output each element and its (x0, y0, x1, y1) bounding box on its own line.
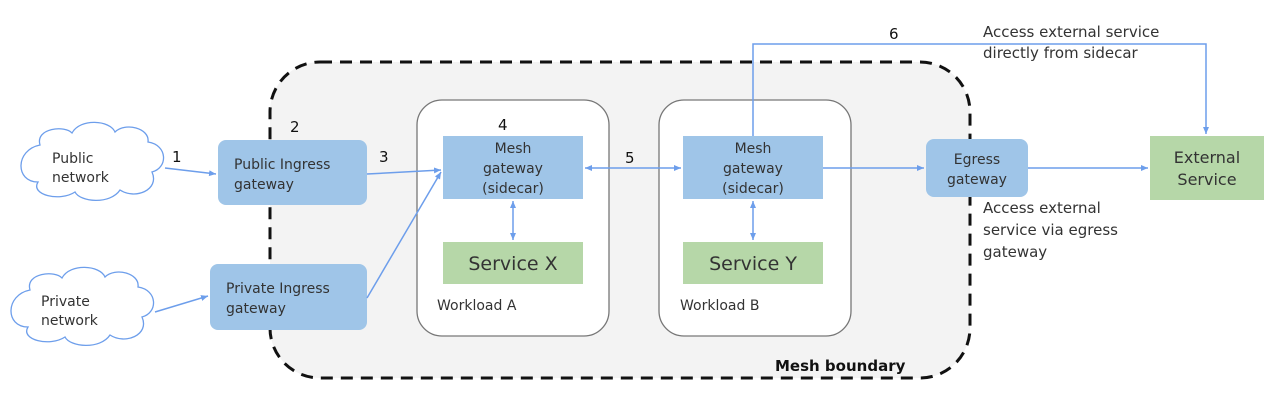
egress-gateway: Egress gateway (926, 139, 1028, 197)
private-ingress-line2: gateway (226, 301, 286, 317)
public-network-line1: Public (52, 151, 93, 167)
private-network-line2: network (41, 313, 99, 329)
step-6: 6 (889, 25, 899, 43)
mesh-b-line2: gateway (723, 161, 783, 177)
step-1: 1 (172, 148, 182, 166)
service-y: Service Y (683, 242, 823, 284)
arrow-private-ingress-to-mesh (366, 171, 442, 299)
mesh-b-line1: Mesh (735, 141, 772, 157)
step-3: 3 (379, 148, 389, 166)
external-line1: External (1174, 148, 1240, 167)
step-5: 5 (625, 149, 635, 167)
mesh-boundary (268, 60, 972, 380)
step-2: 2 (290, 118, 300, 136)
public-network-line2: network (52, 170, 110, 186)
mesh-b-line3: (sidecar) (722, 181, 784, 197)
public-network-cloud: Public network (20, 121, 165, 202)
arrow-public-ingress-to-mesh (366, 167, 442, 175)
private-network-line1: Private (41, 294, 90, 310)
note-egress-line3: gateway (983, 243, 1047, 261)
arrow-sidecar-direct-to-external (752, 43, 1209, 136)
mesh-boundary-label: Mesh boundary (775, 357, 906, 375)
note-egress-line1: Access external (983, 199, 1101, 217)
note-direct-line1: Access external service (983, 23, 1159, 41)
arrow-private-to-ingress (154, 295, 209, 313)
service-x: Service X (443, 242, 583, 284)
mesh-a-line2: gateway (483, 161, 543, 177)
private-ingress-line1: Private Ingress (226, 281, 330, 297)
arrow-public-to-ingress (164, 167, 217, 177)
public-ingress-gateway: Public Ingress gateway (218, 140, 367, 205)
egress-line1: Egress (954, 152, 1000, 168)
note-direct-line2: directly from sidecar (983, 44, 1139, 62)
service-x-label: Service X (468, 253, 557, 275)
note-egress-line2: service via egress (983, 221, 1118, 239)
step-4: 4 (498, 116, 508, 134)
private-ingress-gateway: Private Ingress gateway (210, 264, 367, 330)
mesh-a-line1: Mesh (495, 141, 532, 157)
service-y-label: Service Y (709, 253, 797, 275)
mesh-gateway-b: Mesh gateway (sidecar) (683, 136, 823, 199)
external-service: External Service (1150, 136, 1264, 200)
external-line2: Service (1177, 170, 1236, 189)
public-ingress-line2: gateway (234, 177, 294, 193)
egress-line2: gateway (947, 172, 1007, 188)
mesh-gateway-a: Mesh gateway (sidecar) (443, 136, 583, 199)
workload-a-label: Workload A (437, 298, 517, 314)
public-ingress-line1: Public Ingress (234, 157, 330, 173)
workload-b-label: Workload B (680, 298, 759, 314)
private-network-cloud: Private network (10, 266, 155, 347)
mesh-a-line3: (sidecar) (482, 181, 544, 197)
